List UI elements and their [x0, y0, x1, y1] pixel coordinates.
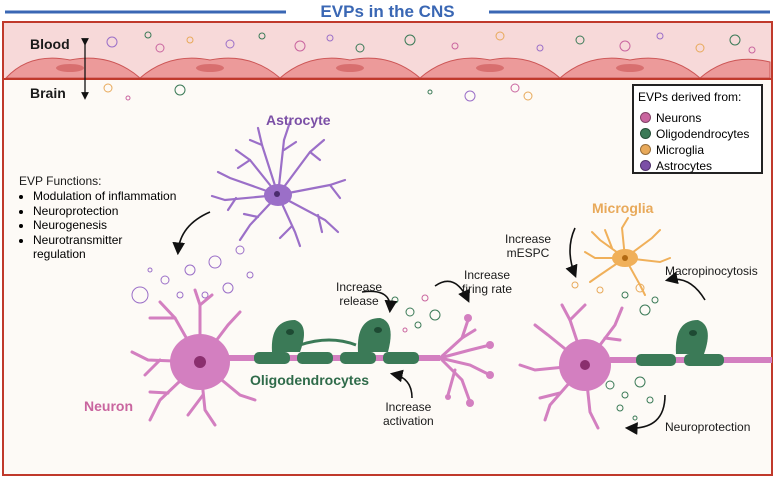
legend-title: EVPs derived from: [638, 90, 742, 104]
evp-source-legend: EVPs derived from: Neurons Oligodendrocy… [632, 84, 763, 174]
astrocyte-cell [210, 120, 347, 248]
oligodendrocytes-label: Oligodendrocytes [250, 372, 370, 388]
increase-release-arrow [361, 290, 398, 314]
neuron-label: Neuron [84, 398, 133, 414]
function-item: Modulation of inflammation [33, 189, 176, 204]
legend-swatch [640, 112, 651, 123]
evp-functions-list: Modulation of inflammation Neuroprotecti… [19, 189, 176, 262]
increase-mespc-note: Increase mESPC [505, 232, 552, 260]
astrocyte-nucleus [274, 191, 280, 197]
legend-item-microglia: Microglia [640, 142, 704, 157]
function-item: Neurotransmitter regulation [33, 233, 176, 262]
oligodendrocytes-right [636, 320, 724, 366]
right-vesicle-cloud [571, 281, 659, 421]
legend-label: Microglia [656, 142, 705, 157]
astrocyte-label: Astrocyte [266, 112, 331, 128]
right-neuron-nucleus [580, 360, 590, 370]
evp-functions-title: EVP Functions: [19, 174, 102, 188]
legend-item-astrocytes: Astrocytes [640, 158, 712, 173]
astrocyte-vesicle-cloud [131, 245, 254, 304]
legend-label: Astrocytes [656, 158, 713, 173]
neuroprotection-note: Neuroprotection [665, 420, 751, 434]
legend-label: Oligodendrocytes [656, 126, 750, 141]
increase-release-note: Increase release [336, 280, 383, 308]
legend-swatch [640, 128, 651, 139]
oligodendrocytes-left [254, 318, 419, 364]
microglia-label: Microglia [592, 200, 654, 216]
increase-firing-rate-arrow [434, 280, 470, 303]
function-item: Neuroprotection [33, 204, 176, 219]
brain-vesicles-top [103, 83, 533, 102]
legend-label: Neurons [656, 110, 702, 125]
left-neuron-nucleus [194, 356, 206, 368]
brain-label: Brain [30, 85, 66, 101]
diagram-title: EVPs in the CNS [320, 2, 455, 21]
axon-terminal [438, 318, 492, 404]
function-item: Neurogenesis [33, 218, 176, 233]
axon-terminal-boutons [445, 314, 494, 407]
legend-swatch [640, 144, 651, 155]
legend-swatch [640, 160, 651, 171]
endothelial-layer [4, 57, 771, 79]
increase-mespc-arrow [565, 227, 578, 278]
legend-item-oligodendrocytes: Oligodendrocytes [640, 126, 749, 141]
blood-label: Blood [30, 36, 70, 52]
increase-firing-rate-note: Increase firing rate [462, 268, 513, 296]
blood-vesicles [106, 31, 756, 54]
increase-activation-arrow [389, 369, 413, 399]
macropinocytosis-arrow [664, 271, 706, 301]
microglia-nucleus [622, 255, 628, 261]
increase-activation-note: Increase activation [383, 400, 434, 428]
astrocyte-to-neuron-arrow [172, 211, 211, 256]
legend-item-neurons: Neurons [640, 110, 701, 125]
macropinocytosis-note: Macropinocytosis [665, 264, 758, 278]
neuroprotection-arrow [624, 394, 666, 435]
